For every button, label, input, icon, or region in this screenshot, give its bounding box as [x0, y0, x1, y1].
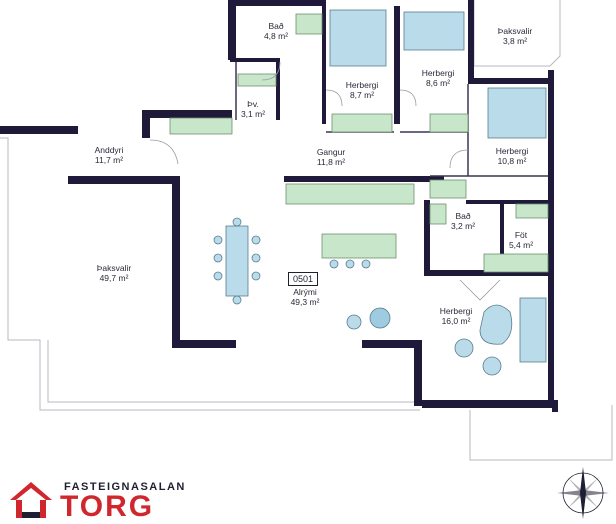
door-swings [149, 61, 501, 301]
room-label-herbergi2: Herbergi 8,6 m² [408, 68, 468, 88]
room-label-fot: Föt 5,4 m² [502, 230, 540, 250]
brand-logo: FASTEIGNASALAN TORG [8, 478, 208, 522]
room-area: 49,7 m² [99, 273, 129, 283]
room-name: Föt [514, 230, 528, 240]
room-area: 16,0 m² [441, 316, 471, 326]
room-label-thaksvalir-large: Þaksvalir 49,7 m² [84, 263, 144, 283]
room-name: Herbergi [421, 68, 455, 78]
compass-rose-icon [557, 467, 609, 519]
fixtures [169, 13, 549, 273]
walls [0, 0, 558, 412]
room-area: 10,8 m² [497, 156, 527, 166]
room-area: 5,4 m² [508, 240, 534, 250]
room-area: 3,8 m² [502, 36, 528, 46]
room-label-bad1: Bað 4,8 m² [256, 21, 296, 41]
room-name: Þaksvalir [497, 26, 533, 36]
house-roof-logo-icon [10, 482, 52, 518]
unit-number: 0501 [288, 272, 319, 286]
room-area: 8,6 m² [425, 78, 451, 88]
room-name: Þv. [247, 99, 259, 109]
room-label-anddyri: Anddyri 11,7 m² [86, 145, 132, 165]
room-label-gangur: Gangur 11,8 m² [304, 147, 358, 167]
room-label-alrymi: Alrými 49,3 m² [280, 287, 330, 307]
brand-top-text: FASTEIGNASALAN [64, 481, 186, 493]
room-name: Herbergi [345, 80, 379, 90]
furniture [213, 9, 547, 376]
room-name: Þaksvalir [96, 263, 132, 273]
room-name: Gangur [316, 147, 346, 157]
room-area: 49,3 m² [290, 297, 320, 307]
brand-name-text: TORG [60, 490, 155, 523]
room-area: 8,7 m² [349, 90, 375, 100]
room-label-herbergi1: Herbergi 8,7 m² [332, 80, 392, 100]
room-area: 4,8 m² [263, 31, 289, 41]
room-label-thaksvalir-small: Þaksvalir 3,8 m² [490, 26, 540, 46]
room-name: Herbergi [495, 146, 529, 156]
room-area: 3,1 m² [240, 109, 266, 119]
room-name: Bað [268, 21, 284, 31]
room-label-bad2: Bað 3,2 m² [446, 211, 480, 231]
room-label-herbergi3: Herbergi 10,8 m² [484, 146, 540, 166]
room-name: Herbergi [439, 306, 473, 316]
room-name: Anddyri [94, 145, 124, 155]
room-name: Bað [455, 211, 471, 221]
room-name: Alrými [293, 287, 317, 297]
room-area: 3,2 m² [450, 221, 476, 231]
terrace-outline-large [0, 137, 420, 411]
room-area: 11,7 m² [94, 155, 124, 165]
room-label-thvottahus: Þv. 3,1 m² [236, 99, 270, 119]
room-area: 11,8 m² [316, 157, 346, 167]
room-label-herbergi4: Herbergi 16,0 m² [428, 306, 484, 326]
terrace-outline-right [469, 405, 613, 461]
